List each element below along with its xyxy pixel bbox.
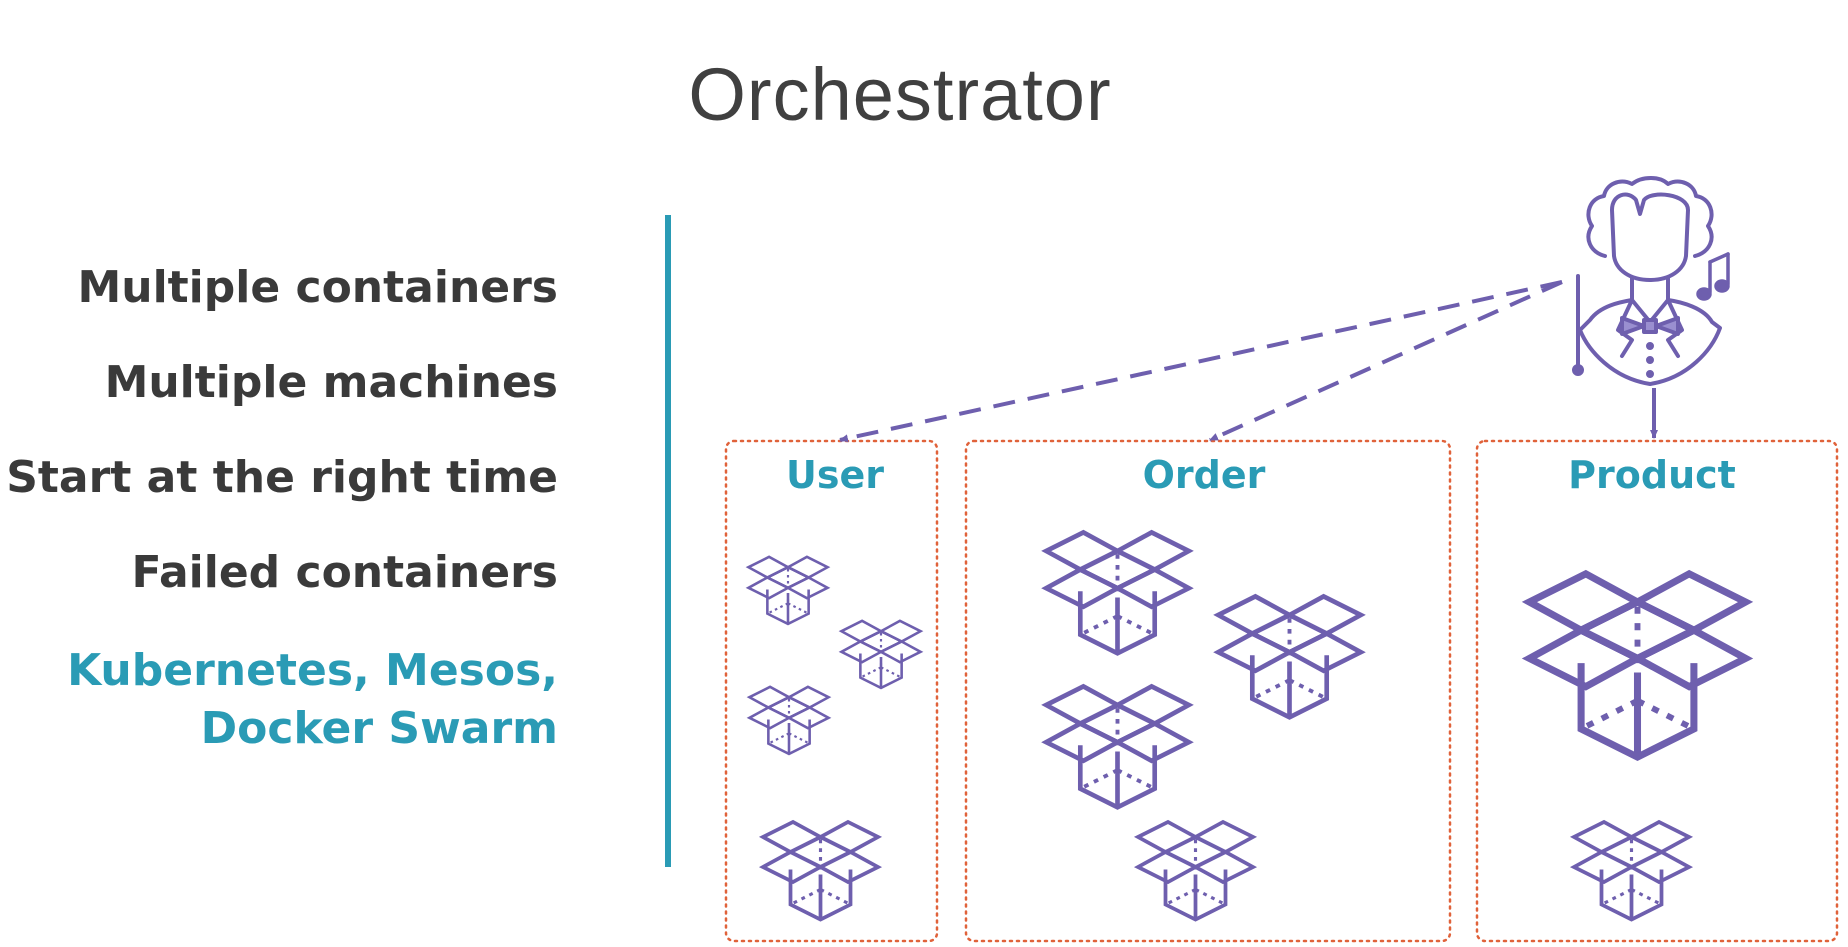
arrow-to-user xyxy=(839,280,1563,443)
bullet-start-right-time: Start at the right time xyxy=(6,452,558,503)
user-container-1-icon xyxy=(747,555,829,626)
group-user-border xyxy=(724,439,939,943)
vertical-divider xyxy=(665,215,671,867)
orchestra-conductor-icon xyxy=(1572,176,1722,386)
group-order-border xyxy=(964,439,1452,943)
user-container-2-icon xyxy=(840,619,922,690)
user-container-3-icon xyxy=(748,685,830,756)
order-container-3-icon xyxy=(1046,686,1189,807)
bullet-orchestrator-examples: Kubernetes, Mesos, Docker Swarm xyxy=(6,642,558,758)
group-label-order: Order xyxy=(1143,453,1266,497)
order-container-1-icon xyxy=(1046,532,1189,653)
bullet-failed-containers: Failed containers xyxy=(131,547,559,598)
order-container-4-icon xyxy=(1136,820,1255,922)
group-label-user: User xyxy=(786,453,884,497)
group-product-border xyxy=(1475,439,1839,943)
bullet-multiple-containers: Multiple containers xyxy=(77,262,558,313)
user-container-4-icon xyxy=(761,820,880,922)
bullet-list: Multiple containers Multiple machines St… xyxy=(6,262,558,801)
arrow-to-order xyxy=(1209,280,1563,442)
slide-title: Orchestrator xyxy=(688,53,1112,136)
orchestrator-examples-line-1: Kubernetes, Mesos, xyxy=(67,645,558,696)
music-note-icon xyxy=(1696,252,1730,301)
bullet-multiple-machines: Multiple machines xyxy=(104,357,558,408)
order-container-2-icon xyxy=(1218,596,1361,717)
group-label-product: Product xyxy=(1568,453,1736,497)
product-container-large-icon xyxy=(1529,574,1745,757)
product-container-small-icon xyxy=(1572,820,1691,922)
orchestrator-examples-line-2: Docker Swarm xyxy=(200,703,558,754)
